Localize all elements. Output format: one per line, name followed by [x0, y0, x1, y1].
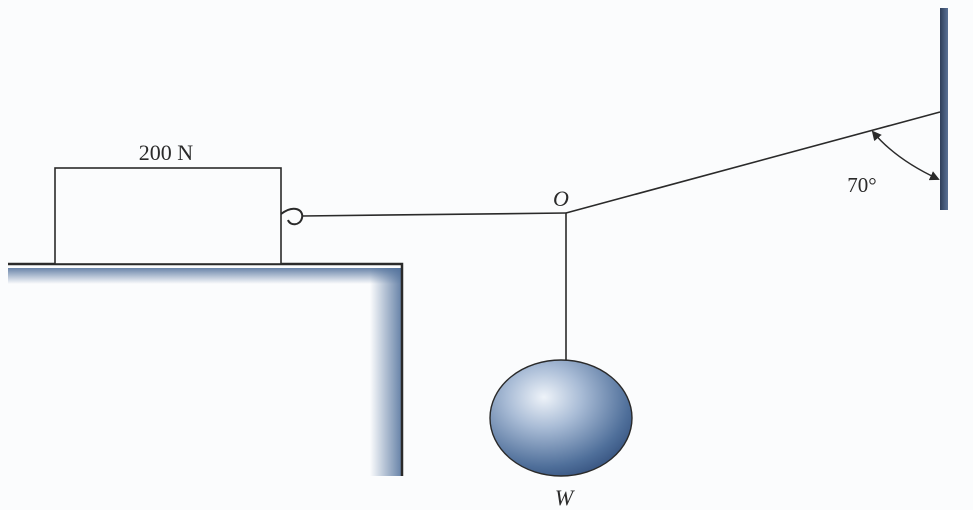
horizontal-rope — [301, 212, 567, 217]
hanging-weight-label: W — [555, 485, 575, 510]
wall — [940, 8, 948, 210]
block: 200 N — [54, 140, 282, 265]
table-side-shadow — [370, 268, 403, 476]
hook-icon — [280, 207, 304, 226]
table-top-shadow — [8, 268, 403, 284]
inclined-rope — [565, 111, 941, 214]
table-ledge — [8, 262, 404, 476]
table-outline — [8, 262, 404, 476]
hanging-weight-sphere — [489, 359, 633, 477]
block-body — [54, 167, 282, 265]
block-weight-label: 200 N — [139, 140, 194, 165]
junction-label: O — [553, 186, 569, 211]
angle-label: 70° — [847, 173, 876, 197]
angle-arc — [871, 130, 940, 181]
